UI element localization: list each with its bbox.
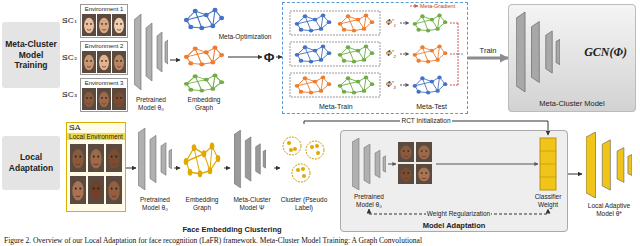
meta-optimization-box: Meta-Train Meta-Test [282, 2, 468, 114]
node-text: Local Adaptive Model θ* [582, 202, 636, 218]
environment-image: Environment 2 [80, 41, 128, 75]
pretrained-model: Pretrained Model θ₀ [132, 8, 170, 112]
edge-label: Meta-Optimization [218, 33, 273, 41]
embedding-graph: Embedding Graph [180, 124, 224, 212]
node-text: GCN(Φ) [584, 45, 627, 59]
environment-image: Environment 3 [80, 78, 128, 112]
node-text: Embedding Graph [180, 196, 224, 212]
legend-text: Meta-Gradient [420, 3, 455, 10]
connector-arrow [228, 57, 262, 58]
pretrained-model: Pretrained Model θ₀ [136, 124, 174, 212]
node-text: Meta-Train [319, 103, 353, 111]
edge-label: RCT Initialization [400, 117, 451, 125]
connector-arrow [174, 168, 180, 169]
clustering-group: Face Embedding Clustering Pretrained Mode… [134, 118, 330, 234]
edge-label: Train [479, 46, 498, 55]
connector-arrow [170, 60, 180, 61]
connector-arrow [468, 57, 508, 60]
symbol-label: Φ′₁ [386, 18, 396, 27]
classifier-weight: Classifier Weight [531, 135, 565, 209]
symbol-label: 𝕊C₃ [62, 90, 77, 100]
connector-arrow [568, 174, 582, 175]
phi-symbol: Φ [262, 48, 276, 66]
connector-arrow [224, 168, 230, 169]
caption: Figure 2. Overview of our Local Adaptati… [4, 236, 422, 245]
symbol-label: Φ′₂ [386, 49, 396, 58]
node-text: Local Adaptation [4, 152, 58, 173]
node-text: Meta-Cluster Model Ψ [230, 196, 274, 212]
node-text: Environment 1 [84, 6, 125, 13]
connector-arrow [126, 168, 136, 169]
meta-cluster-model: Meta-Cluster Model Ψ [230, 124, 274, 212]
symbol-label: Φ′₃ [386, 80, 396, 89]
node-text: Environment 2 [84, 43, 125, 50]
symbol-label: 𝕊C₁ [62, 16, 77, 26]
node-text: Embedding Graph [180, 96, 228, 112]
meta-cluster-model: GCN(Φ) Meta-Cluster Model [508, 4, 636, 112]
row-label: Local Adaptation [2, 136, 60, 190]
local-environment: 𝕊ALocal Environment [66, 122, 126, 212]
row-label: Meta-Cluster Model Training [2, 22, 60, 88]
node-text: Pretrained Model θ₀ [136, 196, 174, 212]
node-text: Classifier Weight [531, 193, 565, 209]
node-text: Φ [264, 51, 275, 64]
embedding-graph: Embedding Graph [180, 2, 228, 112]
connector-arrow [274, 168, 280, 169]
symbol-label: 𝕊C₂ [62, 53, 77, 63]
node-text: Pretrained Model θ₀ [132, 96, 170, 112]
node-text: Meta-Cluster Model [539, 99, 604, 108]
environment-image: Environment 1 [80, 4, 128, 38]
node-text: Environment 3 [84, 80, 125, 87]
node-text: 𝕊A [67, 123, 81, 133]
local-adaptive-model: Local Adaptive Model θ* [582, 128, 636, 218]
pretrained-model: Pretrained Model θ₀ [349, 135, 389, 209]
edge-label: Weight Regularization [426, 210, 491, 218]
cluster-pseudo-label: Cluster (Pseudo Label) [280, 124, 328, 212]
node-text: Meta-Test [416, 103, 447, 111]
node-text: Pretrained Model θ₀ [349, 193, 389, 209]
node-text: Meta-Cluster Model Training [4, 39, 58, 71]
node-text: Model Adaptation [423, 221, 486, 230]
node-text: Face Embedding Clustering [182, 225, 281, 234]
node-text: Local Environment [67, 133, 125, 141]
node-text: Cluster (Pseudo Label) [280, 196, 328, 212]
